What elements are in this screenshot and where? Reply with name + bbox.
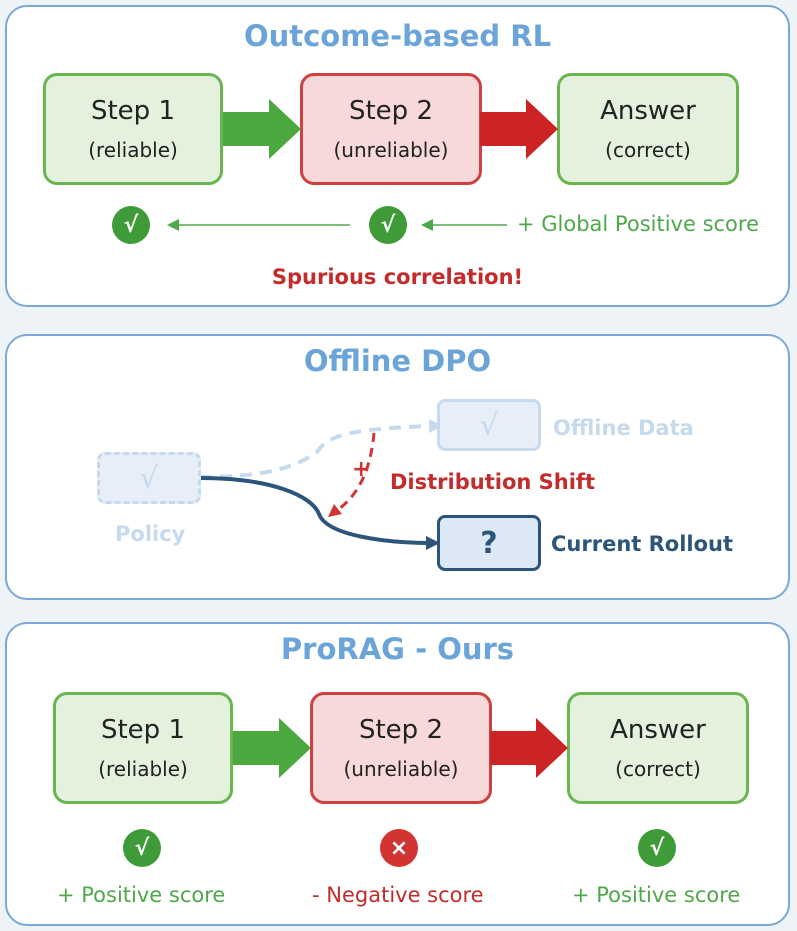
check-icon: √ xyxy=(112,206,150,244)
positive-score-label: + Positive score xyxy=(572,883,741,907)
big-arrow-icon xyxy=(233,718,311,778)
offline-data-label: Offline Data xyxy=(553,416,694,440)
step-title: Step 1 xyxy=(100,715,185,746)
big-arrow-icon xyxy=(223,99,301,159)
big-arrow-icon xyxy=(480,99,558,159)
prorag-panel: ProRAG - Ours Step 1 (reliable) Step 2 (… xyxy=(5,622,790,926)
step1-box: Step 1 (reliable) xyxy=(43,73,223,185)
policy-box: √ xyxy=(97,452,201,504)
check-icon: √ xyxy=(638,829,676,867)
step-subtitle: (unreliable) xyxy=(343,756,459,781)
step-subtitle: (unreliable) xyxy=(333,137,449,162)
panel-title: ProRAG - Ours xyxy=(280,632,515,666)
step-title: Answer xyxy=(610,715,706,746)
step2-box: Step 2 (unreliable) xyxy=(310,692,492,804)
step2-box: Step 2 (unreliable) xyxy=(300,73,482,185)
cross-icon: × xyxy=(380,829,418,867)
global-score-label: + Global Positive score xyxy=(517,212,759,236)
answer-box: Answer (correct) xyxy=(567,692,749,804)
check-icon: √ xyxy=(123,829,161,867)
step-subtitle: (reliable) xyxy=(98,756,188,781)
step-title: Step 2 xyxy=(348,96,433,127)
arrowhead-icon xyxy=(328,504,342,517)
step-title: Step 1 xyxy=(90,96,175,127)
current-rollout-box: ? xyxy=(437,515,541,571)
current-rollout-label: Current Rollout xyxy=(551,532,734,556)
panel-title: Outcome-based RL xyxy=(243,19,552,53)
big-arrow-icon xyxy=(490,718,568,778)
outcome-rl-panel: Outcome-based RL Step 1 (reliable) Step … xyxy=(5,5,790,307)
arrowhead-icon xyxy=(167,219,179,231)
check-icon: √ xyxy=(369,206,407,244)
check-icon: √ xyxy=(139,460,159,496)
positive-score-label: + Positive score xyxy=(57,883,226,907)
answer-box: Answer (correct) xyxy=(557,73,739,185)
negative-score-label: - Negative score xyxy=(312,883,484,907)
arrowhead-icon xyxy=(421,219,433,231)
step-subtitle: (reliable) xyxy=(88,137,178,162)
step-title: Answer xyxy=(600,96,696,127)
offline-data-box: √ xyxy=(437,399,541,451)
question-icon: ? xyxy=(480,525,498,561)
policy-label: Policy xyxy=(115,522,186,546)
step-subtitle: (correct) xyxy=(615,756,701,781)
offline-dpo-panel: Offline DPO √ Policy √ Offline Data ? Cu… xyxy=(5,334,790,600)
panel-title: Offline DPO xyxy=(303,344,492,378)
shift-plus-icon: + xyxy=(352,457,371,482)
check-icon: √ xyxy=(479,407,499,443)
distribution-shift-label: Distribution Shift xyxy=(390,470,596,494)
step-title: Step 2 xyxy=(358,715,443,746)
spurious-warning: Spurious correlation! xyxy=(271,265,524,289)
step-subtitle: (correct) xyxy=(605,137,691,162)
step1-box: Step 1 (reliable) xyxy=(53,692,233,804)
